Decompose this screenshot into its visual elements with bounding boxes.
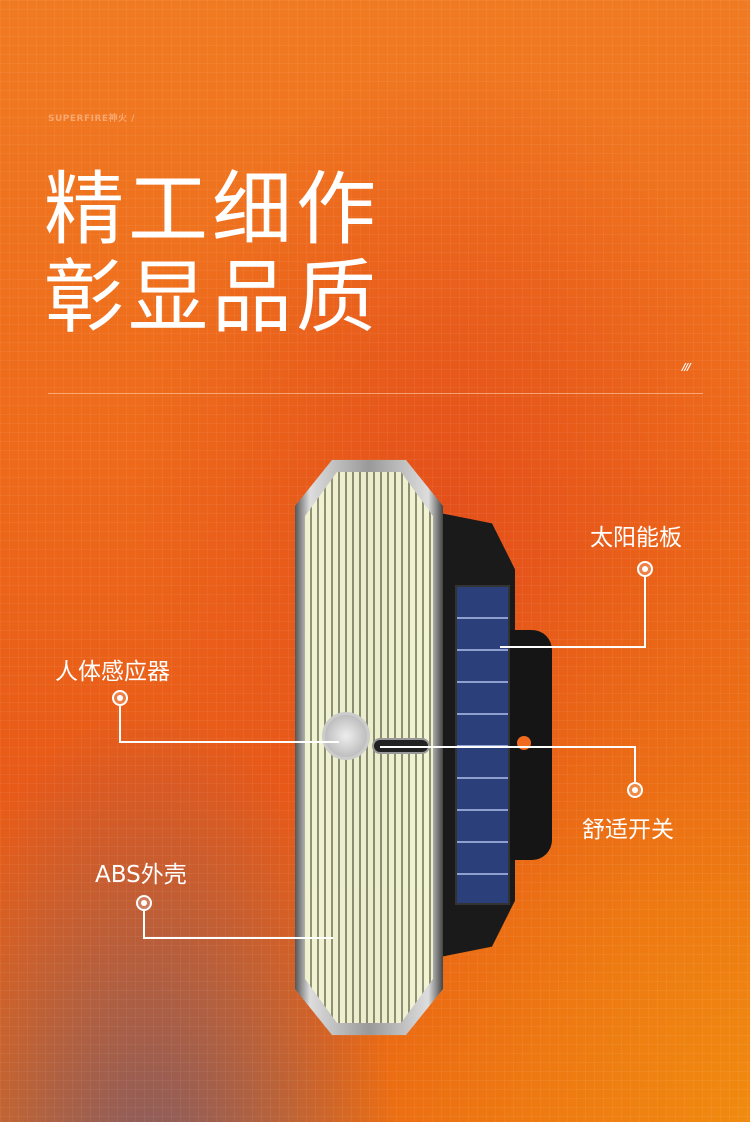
callout-line [143, 937, 333, 939]
callout-line [634, 746, 636, 782]
callout-switch: 舒适开关 [582, 817, 674, 843]
callout-solar-panel: 太阳能板 [590, 525, 682, 551]
callout-line [143, 911, 145, 938]
divider [48, 393, 703, 394]
solar-cells [455, 585, 510, 905]
callout-body-sensor: 人体感应器 [55, 659, 170, 685]
headline-line-1: 精工细作 [44, 163, 380, 256]
callout-dot [112, 690, 128, 706]
callout-line [380, 746, 636, 748]
callout-line [119, 706, 121, 742]
motion-sensor [322, 712, 370, 760]
callout-dot [136, 895, 152, 911]
callout-shell: ABS外壳 [95, 862, 187, 888]
callout-dot [637, 561, 653, 577]
headline-line-2: 彰显品质 [44, 251, 380, 344]
callout-line [500, 646, 646, 648]
brand-logo: SUPERFIRE神火 / [48, 114, 135, 124]
callout-dot [627, 782, 643, 798]
decor-slashes: /// [682, 362, 691, 373]
callout-line [644, 577, 646, 647]
callout-line [119, 741, 339, 743]
